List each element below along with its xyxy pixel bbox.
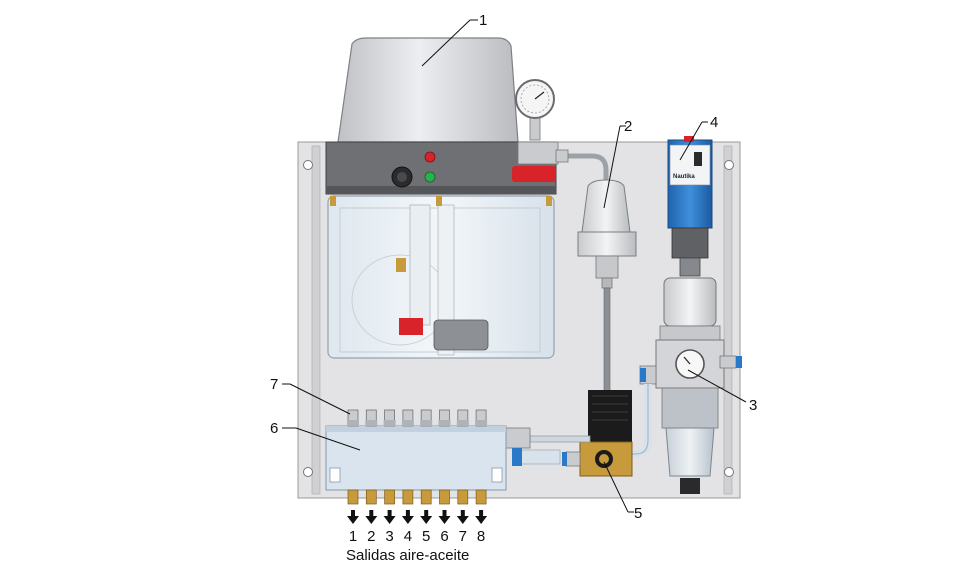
metering-screw [456, 409, 469, 427]
metering-screw [438, 409, 451, 427]
arrow-down-icon [420, 510, 433, 524]
callout-6: 6 [270, 420, 361, 451]
outlet-fitting [439, 489, 450, 505]
metering-screws [347, 409, 488, 427]
arrow-down-icon [365, 510, 378, 524]
callouts: 1 2 3 4 5 6 7 [270, 12, 757, 522]
reservoir-cover [337, 37, 519, 143]
callout-2: 2 [603, 118, 632, 209]
svg-text:7: 7 [270, 376, 278, 393]
outlet-label: 1 [349, 528, 357, 545]
metering-screw [420, 409, 433, 427]
outlet-label: 7 [459, 528, 467, 545]
reservoir-pump-unit [325, 37, 559, 359]
outlet-fitting [457, 489, 469, 505]
outlet-fitting [365, 489, 377, 505]
outlet-fitting [384, 489, 395, 505]
arrow-down-icon [347, 510, 359, 524]
red-indicator-lamp [424, 151, 436, 163]
oil-filter [577, 179, 637, 393]
outlet-label: 8 [477, 528, 485, 545]
svg-text:3: 3 [749, 397, 757, 414]
svg-text:6: 6 [270, 420, 278, 437]
metering-screw [383, 409, 396, 427]
svg-text:2: 2 [624, 118, 632, 135]
outlet-label: 2 [367, 528, 375, 545]
outlet-arrows [347, 510, 488, 524]
outlet-label: 6 [440, 528, 448, 545]
callout-7: 7 [270, 376, 351, 415]
supply-tube [555, 149, 609, 182]
air-filter-regulator [639, 277, 742, 494]
mixing-block [562, 390, 633, 477]
arrow-down-icon [456, 510, 469, 524]
callout-5: 5 [603, 461, 642, 522]
outlet-fittings [347, 489, 487, 505]
outlet-fitting [420, 489, 432, 505]
svg-text:5: 5 [634, 505, 642, 522]
outlet-fitting [347, 489, 359, 505]
suction-filter [433, 319, 489, 351]
svg-text:1: 1 [479, 12, 487, 29]
metering-screw [475, 409, 488, 427]
air-tube [624, 384, 652, 458]
distributor-manifold [325, 425, 507, 491]
arrow-down-icon [438, 510, 451, 524]
outlet-label: 4 [404, 528, 412, 545]
metering-screw [347, 409, 359, 427]
metering-screw [365, 409, 378, 427]
arrow-down-icon [383, 510, 396, 524]
metering-screw [401, 409, 414, 427]
callout-1: 1 [421, 12, 487, 67]
svg-text:4: 4 [710, 114, 718, 131]
outlet-caption: Salidas aire-aceite [346, 547, 469, 564]
callout-4: 4 [679, 114, 718, 161]
pressure-switch: Nautika [667, 136, 713, 277]
green-indicator-lamp [424, 171, 436, 183]
arrow-down-icon [401, 510, 414, 524]
arrow-down-icon [475, 510, 488, 524]
outlet-fitting [402, 489, 414, 505]
outlet-label: 5 [422, 528, 430, 545]
float-switch [399, 318, 423, 335]
outlet-label: 3 [385, 528, 393, 545]
switch-brand-label: Nautika [673, 174, 695, 180]
outlet-fitting [475, 489, 487, 505]
callout-3: 3 [687, 369, 757, 414]
